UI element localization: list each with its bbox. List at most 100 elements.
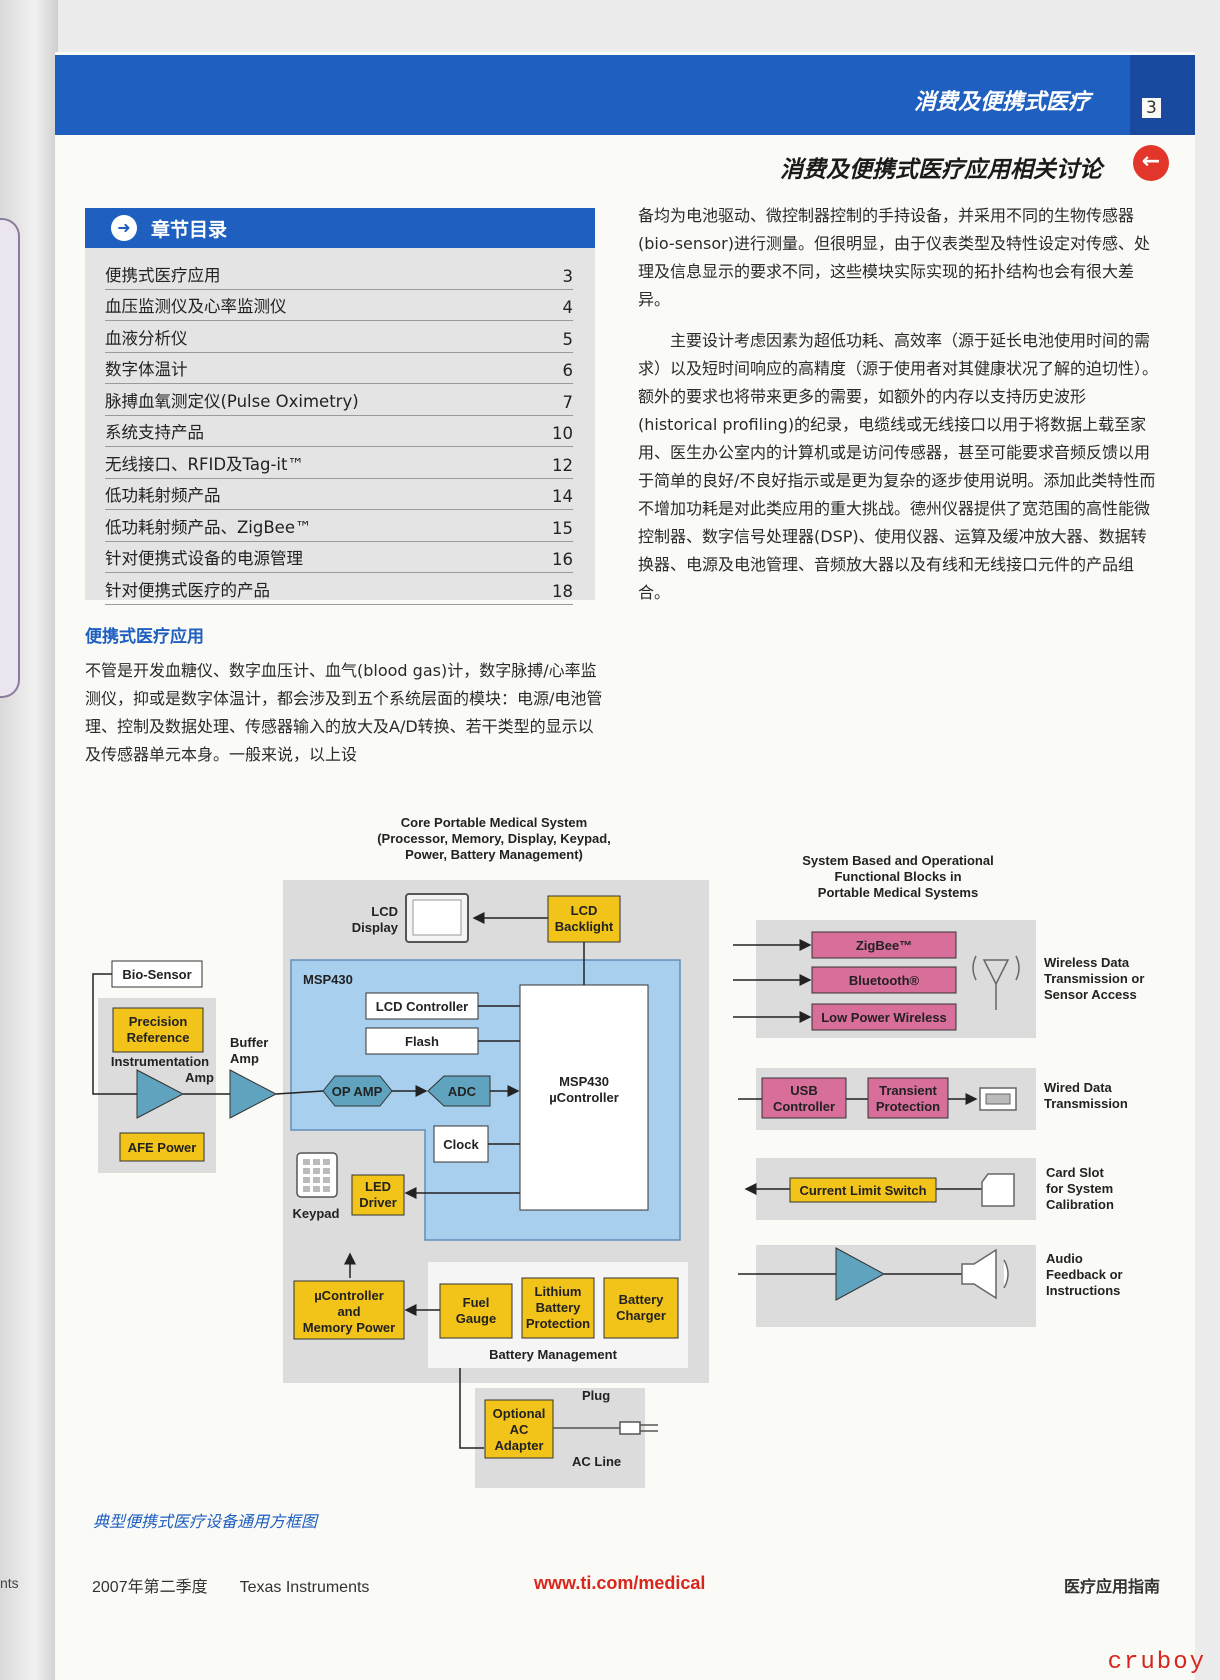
usb-port-inner: [985, 1093, 1011, 1105]
toc-item-page: 12: [552, 455, 573, 475]
toc-item-page: 10: [552, 424, 573, 443]
section-title: 消费及便携式医疗应用相关讨论: [780, 157, 1102, 183]
buffer-amp-label-1: Buffer: [230, 1035, 268, 1050]
wireless-label-2: Transmission or: [1044, 971, 1144, 986]
toc-item-page: 5: [562, 329, 574, 349]
keypad-key: [313, 1168, 320, 1174]
plug-icon: [553, 1421, 658, 1435]
precision-reference-label-1: Precision: [129, 1014, 188, 1029]
toc-item-label: 数字体温计: [105, 360, 188, 379]
keypad-key: [303, 1159, 310, 1165]
adapter-wire: [459, 1368, 484, 1449]
toc-item-label: 无线接口、RFID及Tag-it™: [105, 454, 304, 474]
battery-charger-box: [603, 1277, 679, 1339]
toc-item-label: 针对便携式设备的电源管理: [105, 549, 303, 568]
toc-item[interactable]: 针对便携式医疗的产品 18: [105, 573, 573, 605]
antenna-icon: [972, 955, 1020, 1010]
wired-label-2: Transmission: [1044, 1096, 1128, 1111]
keypad-key: [303, 1177, 310, 1183]
toc-header: ➜ 章节目录: [85, 208, 595, 248]
msp430-uc-box: [519, 984, 649, 1211]
toc-title: 章节目录: [151, 218, 228, 241]
toc-item-page: 4: [562, 298, 574, 317]
lithium-battery-label-3: Protection: [526, 1316, 590, 1331]
buffer-amp-symbol: [229, 1069, 278, 1119]
keypad-key: [303, 1186, 310, 1192]
side-title-1: System Based and Operational: [802, 853, 993, 868]
flash-box: [365, 1027, 479, 1055]
toc-item[interactable]: 脉搏血氧测定仪(Pulse Oximetry) 7: [105, 384, 573, 416]
core-title-2: (Processor, Memory, Display, Keypad,: [377, 831, 611, 846]
uc-memory-power-label-1: µController: [314, 1288, 384, 1303]
msp430-uc-label-2: µController: [549, 1090, 619, 1105]
fuel-gauge-box: [439, 1283, 513, 1339]
bluetooth-label: Bluetooth®: [849, 973, 920, 988]
adjacent-page-text: nts: [0, 1575, 19, 1591]
led-driver-label-2: Driver: [359, 1195, 397, 1210]
lithium-battery-box: [521, 1277, 595, 1339]
keypad-key: [303, 1168, 310, 1174]
lcd-backlight-box: [547, 895, 621, 943]
adc-label: ADC: [448, 1084, 477, 1099]
toc-item-page: 7: [562, 392, 574, 412]
sub-heading: 便携式医疗应用: [85, 627, 204, 647]
toc-item-label: 针对便携式医疗的产品: [105, 580, 270, 600]
toc-item-label: 低功耗射频产品、ZigBee™: [105, 517, 312, 537]
keypad-key: [313, 1159, 320, 1165]
toc-item-page: 18: [552, 581, 573, 601]
lcd-display-inner: [412, 899, 462, 936]
keypad-key: [323, 1159, 330, 1165]
speaker-icon: [961, 1248, 1009, 1300]
optional-adapter-box: [484, 1399, 554, 1459]
instrumentation-amp-label-2: Amp: [185, 1070, 214, 1085]
clock-label: Clock: [443, 1137, 479, 1152]
transient-protection-label-2: Protection: [876, 1099, 940, 1114]
footer-left: 2007年第二季度 Texas Instruments: [92, 1579, 370, 1596]
footer-url-link[interactable]: www.ti.com/medical: [534, 1573, 706, 1593]
buffer-amp-label-2: Amp: [230, 1051, 259, 1066]
audio-label-2: Feedback or: [1046, 1267, 1123, 1282]
body-paragraph-right-1: 备均为电池驱动、微控制器控制的手持设备，并采用不同的生物传感器(bio-sens…: [638, 206, 1150, 309]
fuel-gauge-label-2: Gauge: [456, 1311, 496, 1326]
battery-charger-label-2: Charger: [616, 1308, 666, 1323]
optional-adapter-label-3: Adapter: [494, 1438, 543, 1453]
toc-item-page: 3: [562, 266, 574, 286]
toc-item-label: 低功耗射频产品: [105, 486, 221, 505]
keypad-key: [313, 1186, 320, 1192]
bio-sensor-wire: [92, 973, 137, 1095]
optional-adapter-label-1: Optional: [493, 1406, 546, 1421]
instrumentation-amp-label-1: Instrumentation: [111, 1054, 209, 1069]
header-band: [55, 55, 1130, 135]
card-slot-label-3: Calibration: [1046, 1197, 1114, 1212]
keypad-key: [323, 1186, 330, 1192]
plug-label: Plug: [582, 1388, 610, 1403]
core-title-3: Power, Battery Management): [405, 847, 583, 862]
lithium-battery-label-1: Lithium: [535, 1284, 582, 1299]
uc-memory-power-label-2: and: [337, 1304, 360, 1319]
usb-controller-label-1: USB: [790, 1083, 817, 1098]
usb-controller-label-2: Controller: [773, 1099, 835, 1114]
lcd-controller-label: LCD Controller: [376, 999, 468, 1014]
watermark: cruboy: [1107, 1649, 1206, 1676]
lcd-backlight-label-2: Backlight: [555, 919, 614, 934]
wireless-label-3: Sensor Access: [1044, 987, 1137, 1002]
precision-reference-box: [112, 1007, 204, 1053]
toc-item-label: 脉搏血氧测定仪(Pulse Oximetry): [105, 391, 359, 411]
fuel-gauge-label-1: Fuel: [463, 1295, 490, 1310]
op-amp-label: OP AMP: [332, 1084, 383, 1099]
keypad-label: Keypad: [293, 1206, 340, 1221]
wired-label-1: Wired Data: [1044, 1080, 1113, 1095]
toc-item[interactable]: 无线接口、RFID及Tag-it™ 12: [105, 447, 573, 479]
back-arrow-icon[interactable]: ←: [1133, 145, 1169, 181]
